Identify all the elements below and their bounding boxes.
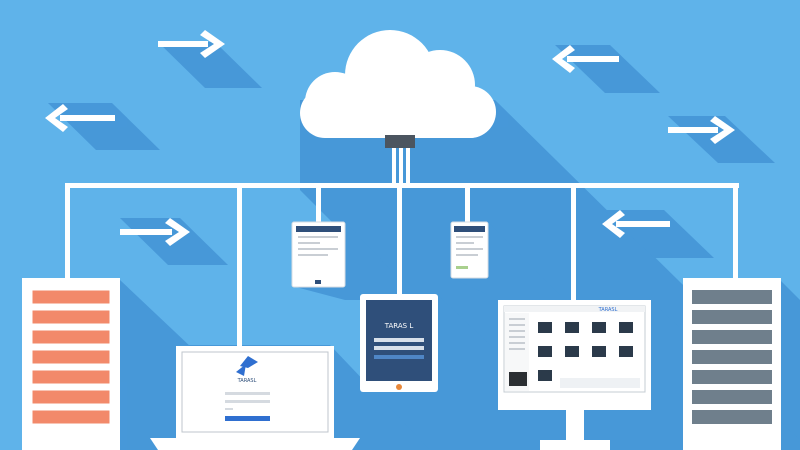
- arrow-icon-left-3: [602, 210, 670, 238]
- arrow-icon-right-3: [668, 116, 735, 144]
- arrow-icon-right-2: [120, 218, 190, 246]
- monitor-app-tiles: [538, 322, 633, 381]
- laptop-brand: TARASL: [237, 378, 257, 384]
- server-icon-right: [683, 278, 781, 450]
- server-slots-left: [31, 289, 111, 425]
- laptop-logo-icon: [236, 356, 258, 376]
- monitor-brand: TARASL: [598, 307, 618, 313]
- arrow-icon-left-2: [552, 45, 619, 73]
- network-lines: [65, 183, 739, 348]
- cloud-icon: [300, 30, 496, 138]
- cloud-connector-plug: [385, 135, 415, 148]
- monitor-icon: TARASL: [498, 300, 651, 450]
- cloud-connector-prongs: [392, 148, 410, 184]
- phone-device-1: [291, 221, 346, 288]
- phone-device-2: [450, 221, 489, 279]
- laptop-icon: TARASL: [150, 346, 360, 450]
- arrow-icon-right-1: [158, 30, 225, 58]
- tablet-icon: TARAS L: [360, 294, 438, 392]
- tablet-brand: TARAS L: [384, 322, 414, 330]
- server-icon-left: [22, 278, 120, 450]
- arrow-icon-left-1: [45, 104, 115, 132]
- server-slots-right: [692, 290, 772, 424]
